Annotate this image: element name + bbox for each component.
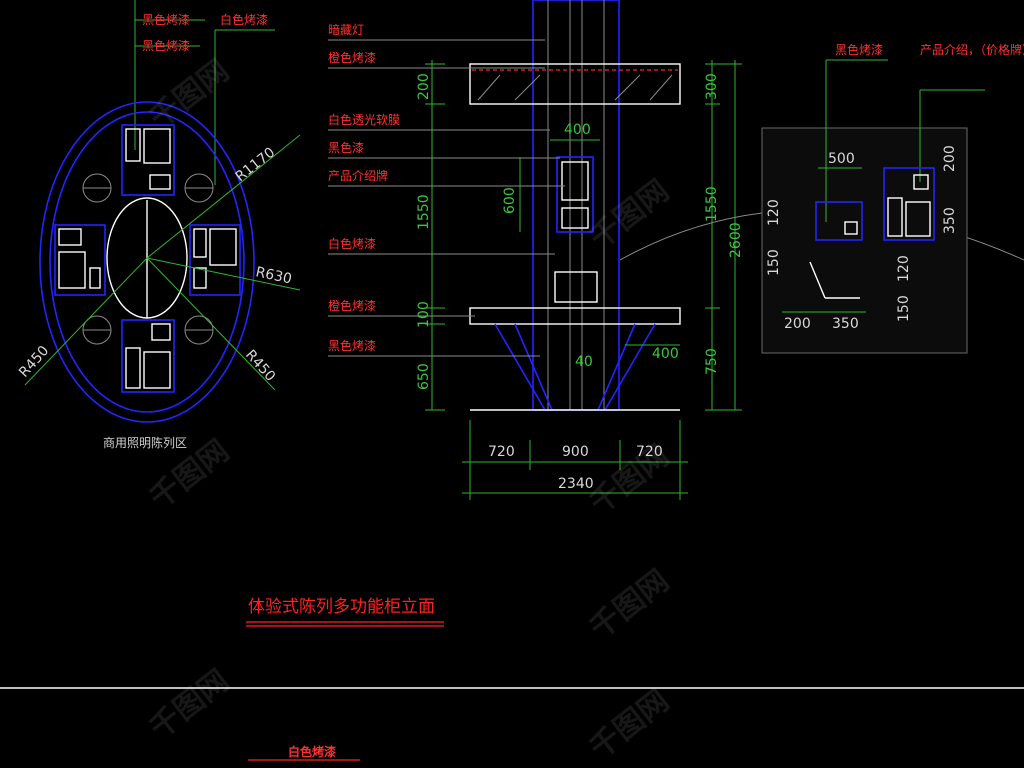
detail-label-product-info: 产品介绍，（价格牌） [920, 42, 1024, 57]
radius-r450-right: R450 [242, 347, 278, 385]
detail-dim-500: 500 [828, 151, 855, 167]
plan-label-black-2: 黑色烤漆 [142, 38, 190, 53]
watermark-4: 千图网 [143, 663, 235, 746]
detail-dim-150-left: 150 [766, 249, 782, 276]
detail-label-black: 黑色烤漆 [835, 42, 883, 57]
elev-dim-bottom-720-left: 720 [488, 444, 515, 460]
elev-label-orange-2: 橙色烤漆 [328, 298, 376, 313]
elev-dim-left-100: 100 [416, 301, 432, 328]
elev-dim-right-1550: 1550 [704, 186, 720, 222]
watermark-7: 千图网 [583, 173, 675, 256]
detail-dim-350-right: 350 [942, 207, 958, 234]
plan-label-black-1: 黑色烤漆 [142, 12, 190, 27]
watermark-5: 千图网 [583, 683, 675, 766]
elev-dim-inner-400-bottom: 400 [652, 346, 679, 362]
elev-dim-right-300: 300 [704, 73, 720, 100]
detail-dim-120-mid: 120 [896, 255, 912, 282]
elev-dim-total-2340: 2340 [558, 476, 594, 492]
drawing-title-block: 体验式陈列多功能柜立面 [246, 597, 444, 627]
watermark-3: 千图网 [583, 563, 675, 646]
drawing-title: 体验式陈列多功能柜立面 [248, 597, 435, 617]
detail-dim-350-bottom: 350 [832, 316, 859, 332]
elev-label-orange-1: 橙色烤漆 [328, 50, 376, 65]
detail-view: 黑色烤漆 产品介绍，（价格牌） 500 200 120 150 350 120 … [761, 42, 1024, 354]
elev-label-black-paint: 黑色漆 [328, 141, 364, 155]
elev-dim-right-750: 750 [704, 348, 720, 375]
bottom-label-white: 白色烤漆 [288, 744, 336, 759]
elev-label-product-board: 产品介绍牌 [328, 169, 388, 183]
watermark-6: 千图网 [143, 53, 235, 136]
elev-dim-inner-40: 40 [575, 354, 593, 370]
watermark-2: 千图网 [583, 438, 675, 521]
elev-label-white: 白色烤漆 [328, 236, 376, 251]
radius-r1170: R1170 [233, 145, 279, 186]
elev-dim-left-200: 200 [416, 73, 432, 100]
detail-dim-200-right: 200 [942, 145, 958, 172]
detail-dim-200-bottom: 200 [784, 316, 811, 332]
elev-label-soft-film: 白色透光软膜 [328, 112, 400, 127]
elev-dim-left-1550: 1550 [416, 194, 432, 230]
elev-dim-inner-600: 600 [502, 187, 518, 214]
elev-dim-left-650: 650 [416, 363, 432, 390]
detail-dim-150-mid: 150 [896, 295, 912, 322]
plan-caption: 商用照明陈列区 [103, 435, 187, 450]
plan-view: 黑色烤漆 白色烤漆 黑色烤漆 [16, 0, 301, 450]
elev-dim-inner-400-top: 400 [564, 122, 591, 138]
elev-dim-bottom-900: 900 [562, 444, 589, 460]
elev-dim-right-2600: 2600 [728, 222, 744, 258]
elev-label-black: 黑色烤漆 [328, 338, 376, 353]
radius-r630: R630 [254, 264, 293, 287]
detail-dim-120-left: 120 [766, 199, 782, 226]
bottom-partial-drawing: 白色烤漆 [0, 687, 1024, 761]
elev-dim-bottom-720-right: 720 [636, 444, 663, 460]
plan-label-white: 白色烤漆 [220, 12, 268, 27]
elevation-view: 暗藏灯 橙色烤漆 白色透光软膜 黑色漆 产品介绍牌 白色烤漆 橙色烤漆 黑色烤漆… [328, 0, 744, 500]
elev-label-hidden-light: 暗藏灯 [328, 22, 364, 37]
